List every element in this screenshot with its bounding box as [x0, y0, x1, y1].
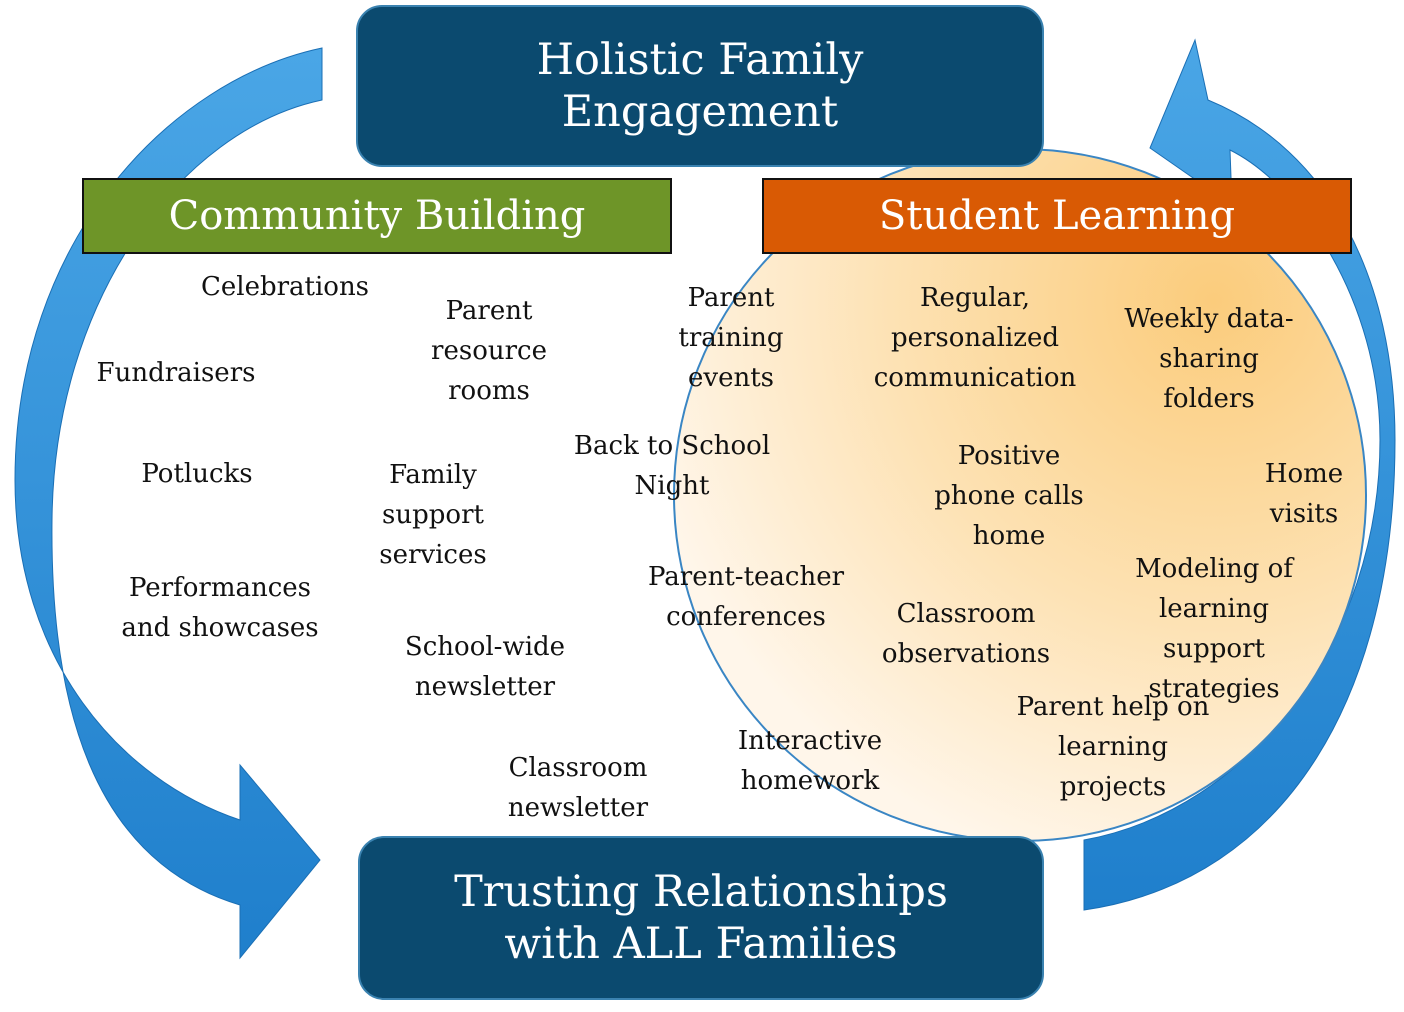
community-item-back-to-school: Back to School Night: [573, 431, 771, 501]
foundation-box: Trusting Relationships with ALL Families: [358, 836, 1044, 1000]
title-box: Holistic Family Engagement: [356, 5, 1044, 167]
title-text: Holistic Family Engagement: [536, 34, 864, 137]
left-cycle-arrow: [14, 47, 323, 960]
foundation-text: Trusting Relationships with ALL Families: [454, 866, 948, 969]
learning-item-home-visits: Home visits: [1264, 459, 1344, 529]
community-item-interactive-homework: Interactive homework: [737, 726, 883, 796]
learning-item-modeling-strategies: Modeling of learning support strategies: [1135, 554, 1293, 704]
student-learning-title: Student Learning: [878, 192, 1236, 239]
community-item-potlucks: Potlucks: [141, 459, 253, 489]
community-item-classroom-newsletter: Classroom newsletter: [507, 753, 649, 823]
learning-item-weekly-folders: Weekly data- sharing folders: [1124, 304, 1294, 414]
learning-item-regular-communication: Regular, personalized communication: [873, 283, 1077, 393]
community-item-resource-rooms: Parent resource rooms: [431, 296, 547, 406]
student-learning-header: Student Learning: [762, 178, 1352, 254]
community-item-schoolwide-newsletter: School-wide newsletter: [404, 632, 566, 702]
learning-item-classroom-observations: Classroom observations: [881, 599, 1051, 669]
community-item-celebrations: Celebrations: [200, 272, 370, 302]
community-item-parent-teacher: Parent-teacher conferences: [647, 562, 845, 632]
community-item-performances: Performances and showcases: [121, 573, 319, 643]
community-building-title: Community Building: [168, 192, 586, 239]
community-building-header: Community Building: [82, 178, 672, 254]
community-item-family-support: Family support services: [379, 460, 487, 570]
community-item-parent-training: Parent training events: [678, 283, 784, 393]
learning-item-phone-calls: Positive phone calls home: [934, 441, 1084, 551]
learning-item-parent-help: Parent help on learning projects: [1016, 692, 1210, 802]
community-item-fundraisers: Fundraisers: [96, 358, 256, 388]
